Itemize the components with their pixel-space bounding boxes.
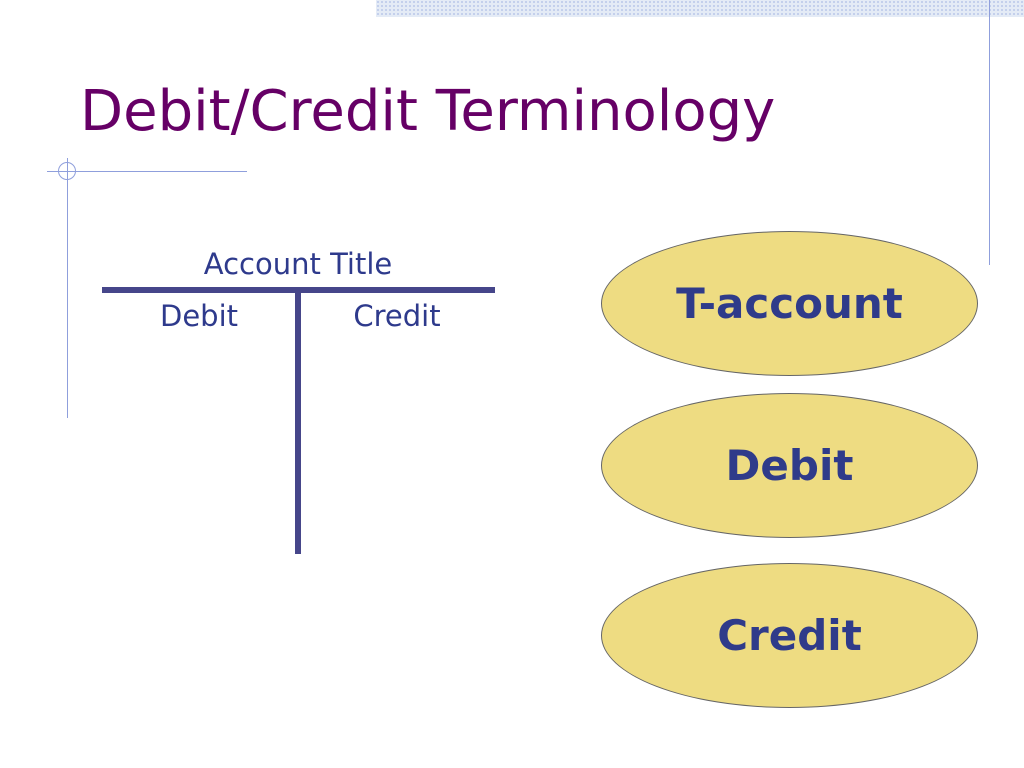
t-account-title: Account Title — [203, 247, 393, 281]
term-oval-t-account: T-account — [601, 231, 978, 376]
term-oval-credit: Credit — [601, 563, 978, 708]
title-underline-guide — [47, 171, 247, 172]
right-vertical-guide-line — [989, 0, 990, 265]
top-decorative-band — [376, 0, 1024, 17]
t-account-debit-label: Debit — [159, 299, 238, 333]
slide-title: Debit/Credit Terminology — [80, 79, 776, 144]
t-account-credit-label: Credit — [353, 299, 441, 333]
left-vertical-guide-line — [67, 158, 68, 418]
t-account-vertical-bar — [295, 287, 301, 554]
term-oval-debit: Debit — [601, 393, 978, 538]
crosshair-circle-icon — [58, 162, 76, 180]
